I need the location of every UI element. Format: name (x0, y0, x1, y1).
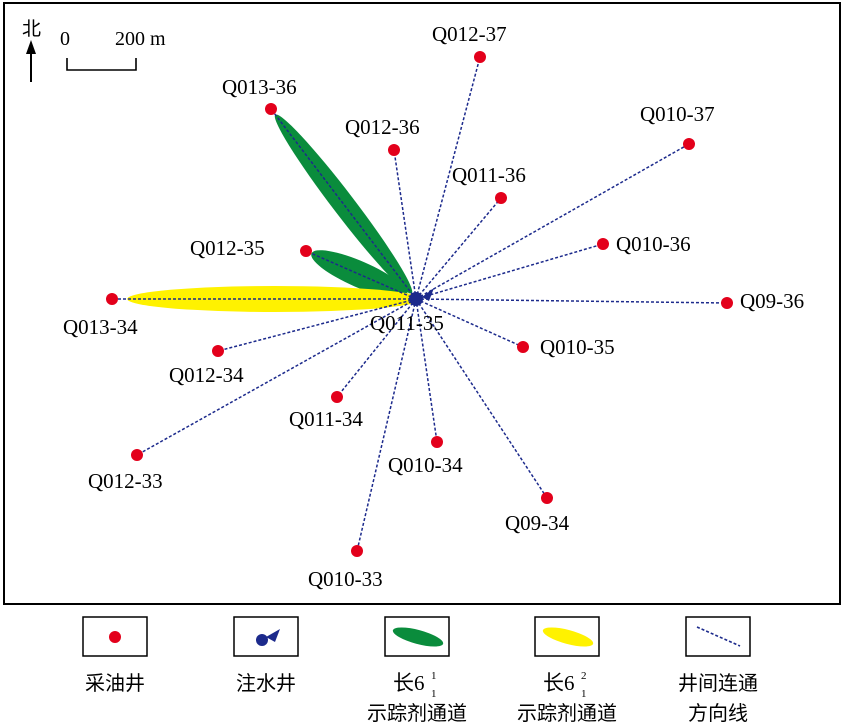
legend-connection-symbol (696, 626, 741, 647)
scale-bar-line (66, 58, 137, 71)
connection-line-q010-35 (415, 298, 524, 348)
legend-connection-label-1: 井间连通 (678, 671, 758, 695)
well-label-q09-34: Q09-34 (505, 511, 570, 535)
legend-producer-label: 采油井 (85, 671, 145, 695)
connection-line-q012-35 (305, 250, 417, 300)
legend-yellow-sup: 2 (581, 670, 587, 682)
producer-well-q010-35 (517, 341, 529, 353)
producer-well-q012-34 (212, 345, 224, 357)
north-arrow-icon (26, 40, 36, 54)
scale-distance: 200 m (115, 28, 166, 50)
legend-yellow-channel-symbol (542, 627, 594, 647)
producer-well-q09-36 (721, 297, 733, 309)
connection-lines (112, 56, 728, 552)
well-label-q010-34: Q010-34 (388, 453, 463, 477)
legend-green-channel-symbol (392, 627, 444, 647)
well-label-q010-33: Q010-33 (308, 567, 383, 591)
north-label: 北 (22, 18, 41, 40)
connection-line-q09-36 (415, 298, 728, 304)
producer-well-q010-36 (597, 238, 609, 250)
well-label-q012-33: Q012-33 (88, 469, 163, 493)
scale-bar: 0 200 m (60, 28, 166, 71)
legend-green-prefix: 长6 (393, 671, 425, 695)
producer-well-q012-37 (474, 51, 486, 63)
well-label-q012-35: Q012-35 (190, 236, 265, 260)
map-frame (3, 2, 841, 605)
producer-well-q010-37 (683, 138, 695, 150)
well-label-q013-34: Q013-34 (63, 315, 138, 339)
well-label-q012-36: Q012-36 (345, 115, 420, 139)
producer-well-q010-33 (351, 545, 363, 557)
producer-well-q012-36 (388, 144, 400, 156)
legend-yellow-channel-label: 长6 2 1 示踪剂通道 (517, 670, 617, 725)
legend-injector-arrow-icon (266, 629, 280, 642)
producer-wells (106, 51, 733, 557)
legend: 采油井 注水井 长6 1 1 示踪剂通道 长6 2 1 示踪剂通道 井间连通 方… (82, 616, 758, 725)
legend-green-channel-label: 长6 1 1 示踪剂通道 (367, 670, 467, 725)
legend-green-sup: 1 (431, 670, 437, 682)
connection-line-q012-33 (136, 298, 417, 456)
well-label-q010-37: Q010-37 (640, 102, 715, 126)
legend-yellow-prefix: 长6 (543, 671, 575, 695)
producer-well-q011-34 (331, 391, 343, 403)
legend-injector-symbol (256, 629, 280, 646)
well-label-q011-36: Q011-36 (452, 163, 526, 187)
connection-line-q010-33 (356, 298, 417, 552)
connection-line-q012-37 (415, 56, 481, 300)
producer-well-q010-34 (431, 436, 443, 448)
legend-connection-label-2: 方向线 (688, 701, 748, 725)
well-label-q011-34: Q011-34 (289, 407, 363, 431)
legend-injector-marker (256, 634, 268, 646)
producer-well-q011-36 (495, 192, 507, 204)
injector-arrow-icon (422, 288, 434, 301)
connection-line-q012-36 (393, 149, 417, 300)
legend-green-suffix: 示踪剂通道 (367, 701, 467, 725)
legend-green-sub: 1 (431, 688, 437, 700)
well-label-q012-34: Q012-34 (169, 363, 244, 387)
well-label-injector: Q011-35 (370, 311, 444, 335)
well-label-q09-36: Q09-36 (740, 289, 804, 313)
connection-line-q010-37 (415, 143, 690, 300)
legend-yellow-suffix: 示踪剂通道 (517, 701, 617, 725)
north-arrow: 北 (22, 18, 41, 82)
legend-injector-label: 注水井 (236, 671, 296, 695)
well-label-q013-36: Q013-36 (222, 75, 297, 99)
producer-well-q012-33 (131, 449, 143, 461)
scale-zero: 0 (60, 28, 70, 50)
well-label-q010-35: Q010-35 (540, 335, 615, 359)
legend-yellow-sub: 1 (581, 688, 587, 700)
connection-line-q011-34 (336, 298, 417, 398)
injector-well-marker (409, 292, 423, 306)
connection-line-q011-36 (415, 197, 502, 300)
producer-well-q013-36 (265, 103, 277, 115)
producer-well-q012-35 (300, 245, 312, 257)
producer-well-q09-34 (541, 492, 553, 504)
well-label-q010-36: Q010-36 (616, 232, 691, 256)
connection-line-q010-36 (415, 243, 604, 300)
legend-producer-symbol (109, 631, 121, 643)
connection-line-q010-34 (415, 298, 438, 443)
legend-connection-box (685, 616, 751, 657)
well-label-q012-37: Q012-37 (432, 22, 507, 46)
connection-line-q012-34 (217, 298, 417, 352)
producer-well-q013-34 (106, 293, 118, 305)
injector-well (409, 288, 434, 306)
